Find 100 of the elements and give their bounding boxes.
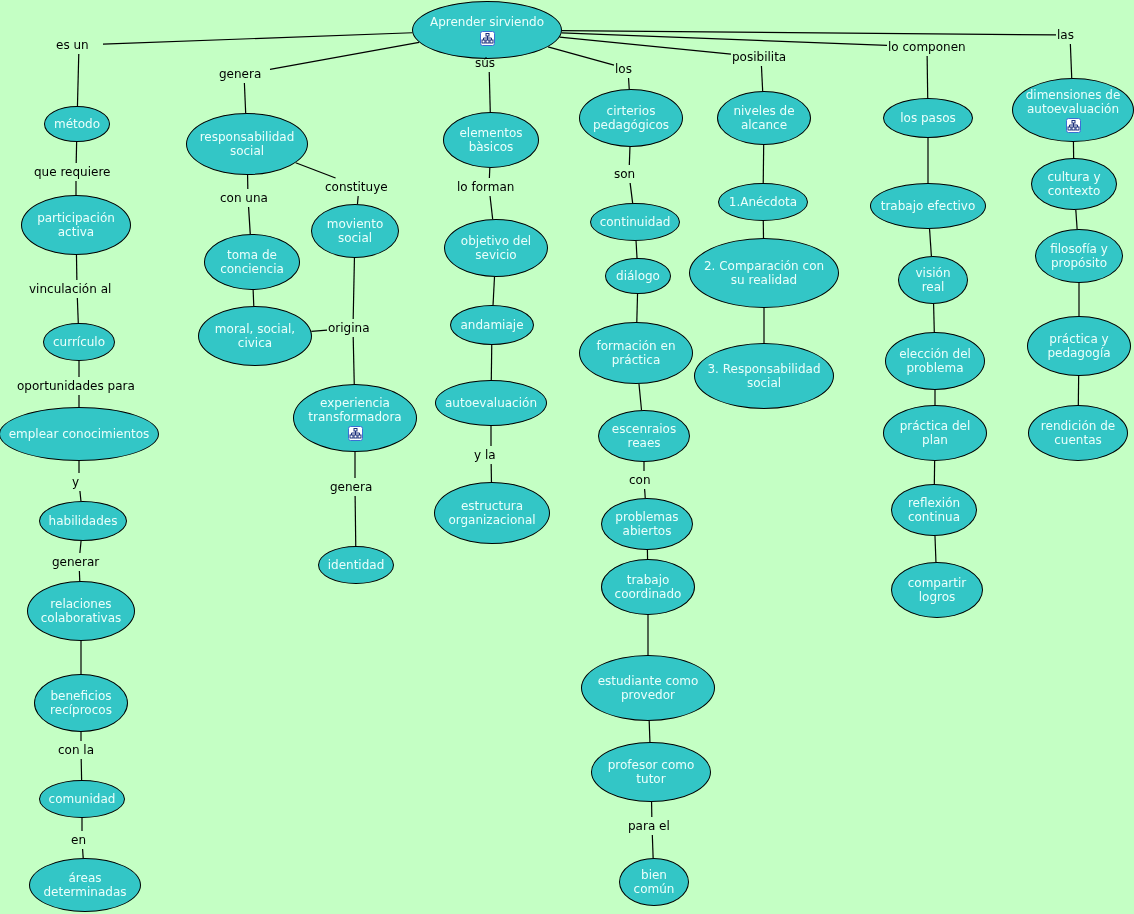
connector-line — [488, 71, 491, 113]
linking-phrase: lo componen — [888, 40, 966, 54]
connector-line — [80, 758, 83, 781]
concept-ellipse — [44, 106, 110, 142]
concept-text: reflexión continua — [906, 496, 962, 524]
connector-line — [627, 77, 630, 90]
linking-phrase: los — [615, 62, 632, 76]
concept-text: compartir logros — [906, 576, 968, 604]
concept-text: los pasos — [900, 111, 956, 125]
connector-line — [78, 570, 81, 582]
linking-phrase: oportunidades para — [17, 379, 135, 393]
concept-text: Aprender sirviendo — [429, 14, 545, 29]
connector-line — [79, 540, 82, 554]
linking-phrase: origina — [328, 321, 370, 335]
concept-text: participación activa — [36, 211, 116, 239]
concept-text: 1.Anécdota — [728, 195, 798, 209]
connector-line — [643, 461, 645, 472]
concept-text: cirterios pedagógicos — [591, 104, 671, 132]
connector-line — [352, 336, 355, 385]
concept-text: 3. Responsabilidad social — [706, 362, 822, 390]
connector-line — [1077, 375, 1080, 406]
concept-text: moral, social, civica — [213, 322, 297, 350]
connector-line — [934, 389, 936, 406]
connector-line — [352, 257, 356, 320]
connector-line — [926, 55, 929, 99]
connector-line — [247, 206, 251, 235]
connector-line — [492, 276, 496, 306]
connector-line — [651, 834, 654, 859]
concept-text: andamiaje — [460, 318, 524, 332]
connector-line — [490, 344, 493, 381]
connector-line — [644, 488, 646, 499]
connector-line — [628, 146, 631, 166]
concept-text: identidad — [327, 558, 385, 572]
linking-phrase: sús — [475, 56, 496, 70]
concept-text: método — [53, 117, 101, 131]
connector-line — [490, 463, 493, 483]
connector-line — [80, 640, 82, 675]
connector-line — [629, 182, 634, 204]
connector-line — [1069, 43, 1073, 79]
connector-line — [927, 137, 929, 184]
connector-line — [762, 144, 765, 184]
linking-phrase: las — [1057, 28, 1074, 42]
connector-line — [75, 254, 78, 281]
linking-phrase: son — [614, 167, 636, 181]
concept-text: experiencia transformadora — [307, 395, 403, 424]
concept-text: elección del problema — [898, 347, 972, 375]
connector-line — [78, 460, 80, 474]
concept-text: autoevaluación — [445, 396, 537, 410]
connector-line — [269, 41, 420, 70]
linking-phrase: con la — [58, 743, 95, 757]
connector-line — [490, 425, 492, 447]
connector-line — [636, 293, 639, 323]
connector-line — [1078, 282, 1080, 317]
linking-phrase: generar — [52, 555, 100, 569]
concept-text: problemas abiertos — [614, 510, 680, 538]
connector-line — [559, 36, 732, 55]
connector-line — [547, 46, 615, 66]
concept-text: cultura y contexto — [1046, 170, 1102, 198]
connector-line — [488, 167, 491, 179]
concept-text: toma de conciencia — [219, 248, 285, 276]
connector-line — [763, 307, 765, 344]
concept-text: 2. Comparación con su realidad — [702, 259, 826, 287]
connector-line — [76, 53, 80, 107]
concept-text: trabajo efectivo — [880, 199, 976, 213]
concept-text: filosofía y propósito — [1049, 242, 1109, 270]
connector-line — [648, 720, 651, 743]
concept-text: comunidad — [48, 792, 116, 806]
concept-text: continuidad — [599, 215, 671, 229]
connector-line — [933, 303, 935, 333]
connector-line — [356, 195, 359, 205]
concept-text: formación en práctica — [595, 339, 677, 367]
linking-phrase: genera — [330, 480, 373, 494]
concept-text: estructura organizacional — [447, 499, 537, 527]
connector-line — [76, 297, 79, 324]
connector-line — [638, 383, 643, 411]
connector-line — [78, 394, 80, 408]
connector-line — [561, 32, 888, 47]
connector-line — [933, 460, 936, 485]
linking-phrase: con una — [220, 191, 268, 205]
concept-text: relaciones colaborativas — [39, 597, 123, 625]
concept-text: diálogo — [616, 269, 660, 283]
linking-phrase: genera — [219, 67, 262, 81]
linking-phrase: constituye — [325, 180, 388, 194]
connector-line — [760, 65, 764, 92]
concept-text: moviento social — [325, 217, 385, 245]
linking-phrase: con — [629, 473, 651, 487]
connector-line — [489, 195, 494, 220]
concept-text: áreas determinadas — [42, 871, 128, 899]
connector-line — [354, 495, 357, 547]
concept-text: emplear conocimientos — [8, 427, 150, 441]
concept-text: niveles de alcance — [732, 104, 796, 132]
connector-line — [243, 82, 247, 114]
connector-line — [78, 360, 80, 378]
concept-text: trabajo coordinado — [613, 573, 683, 601]
connector-line — [934, 535, 937, 563]
concept-text: habilidades — [48, 514, 118, 528]
connector-line — [82, 848, 84, 859]
connector-line — [635, 240, 638, 259]
connector-line — [310, 329, 328, 332]
linking-phrase: es un — [56, 38, 89, 52]
